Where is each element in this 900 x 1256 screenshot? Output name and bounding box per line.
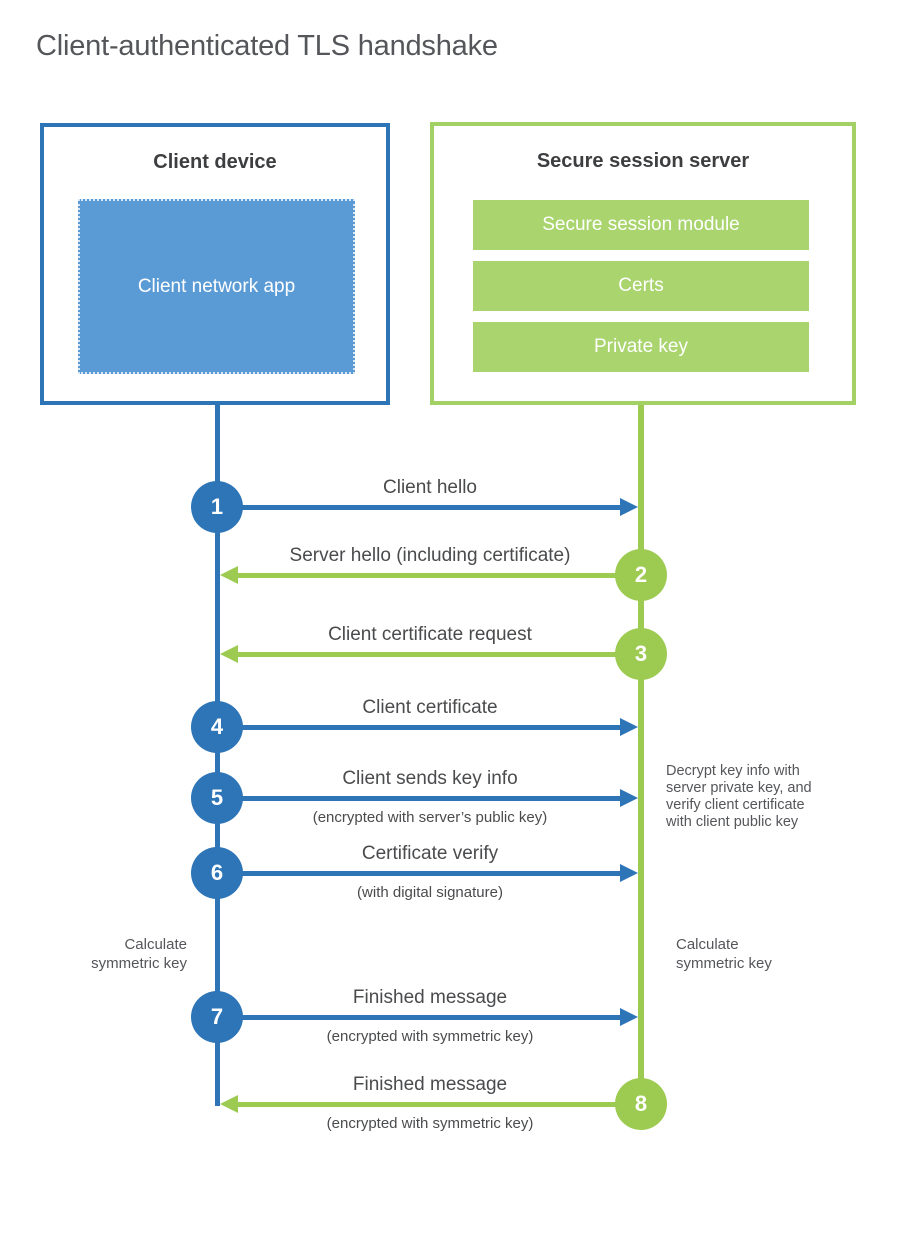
arrow-head-icon	[620, 1008, 638, 1026]
arrow-head-icon	[620, 718, 638, 736]
message-arrow	[222, 1014, 622, 1020]
client-lifeline	[215, 405, 220, 1106]
message-number-badge: 3	[615, 628, 667, 680]
server-lifeline	[638, 405, 644, 1106]
message-label: Finished message	[352, 1074, 508, 1095]
arrow-head-icon	[220, 1095, 238, 1113]
server-module-bar-certs: Certs	[473, 261, 809, 311]
note-decrypt-key-info: Decrypt key info with server private key…	[666, 763, 812, 831]
client-device-title: Client device	[153, 151, 277, 173]
arrow-head-icon	[220, 645, 238, 663]
client-app-box: Client network app	[78, 199, 355, 374]
message-label: Client sends key info	[342, 768, 518, 789]
message-label: Certificate verify	[361, 843, 499, 864]
server-title: Secure session server	[536, 150, 750, 172]
message-arrow	[222, 724, 622, 730]
arrow-head-icon	[620, 498, 638, 516]
note-calculate-symmetric-key-server: Calculate symmetric key	[676, 936, 772, 972]
message-number-badge: 7	[191, 991, 243, 1043]
message-sublabel: (with digital signature)	[357, 884, 503, 901]
message-number-badge: 8	[615, 1078, 667, 1130]
message-arrow	[238, 1101, 638, 1107]
message-label: Client hello	[383, 477, 477, 498]
message-number-badge: 4	[191, 701, 243, 753]
server-module-bar-secure-session-module: Secure session module	[473, 200, 809, 250]
page-title: Client-authenticated TLS handshake	[36, 30, 498, 62]
arrow-head-icon	[620, 789, 638, 807]
message-arrow	[222, 870, 622, 876]
message-label: Client certificate request	[328, 624, 532, 645]
server-module-bar-private-key: Private key	[473, 322, 809, 372]
message-arrow	[238, 651, 638, 657]
message-number-badge: 5	[191, 772, 243, 824]
message-label: Finished message	[352, 987, 508, 1008]
message-label: Server hello (including certificate)	[289, 545, 571, 566]
message-number-badge: 6	[191, 847, 243, 899]
message-number-badge: 2	[615, 549, 667, 601]
arrow-head-icon	[620, 864, 638, 882]
message-arrow	[238, 572, 638, 578]
message-sublabel: (encrypted with symmetric key)	[326, 1028, 534, 1045]
arrow-head-icon	[220, 566, 238, 584]
message-label: Client certificate	[362, 697, 498, 718]
message-sublabel: (encrypted with symmetric key)	[326, 1115, 534, 1132]
client-app-label: Client network app	[137, 275, 296, 297]
message-number-badge: 1	[191, 481, 243, 533]
message-sublabel: (encrypted with server’s public key)	[312, 809, 548, 826]
message-arrow	[222, 504, 622, 510]
message-arrow	[222, 795, 622, 801]
note-calculate-symmetric-key-client: Calculate symmetric key	[91, 936, 187, 972]
